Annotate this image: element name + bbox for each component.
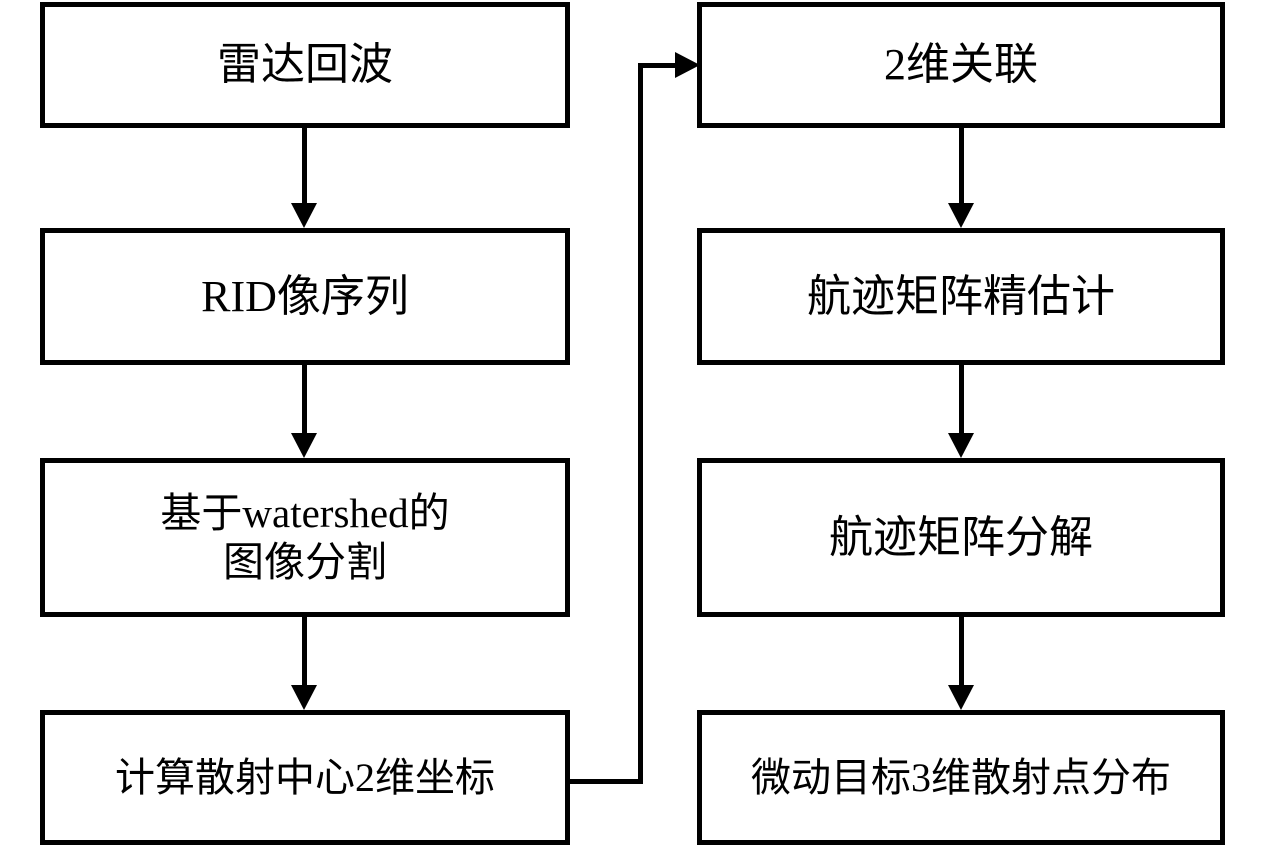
flow-node-two-dimensional-association: 2维关联 xyxy=(697,2,1225,128)
flow-node-track-matrix-fine-estimation: 航迹矩阵精估计 xyxy=(697,228,1225,365)
connector-line-decomposition-to-distribution xyxy=(959,617,964,688)
flow-node-radar-echo: 雷达回波 xyxy=(40,2,570,128)
connector-line-fine-estimation-to-decomposition xyxy=(959,365,964,436)
connector-line-watershed-to-coords xyxy=(302,617,307,688)
arrow-icon-coords-to-association xyxy=(675,52,700,78)
arrow-icon-decomposition-to-distribution xyxy=(948,685,974,710)
flow-node-rid-image-sequence: RID像序列 xyxy=(40,228,570,365)
flow-node-micro-motion-target-3d-scattering-point-distribution: 微动目标3维散射点分布 xyxy=(697,710,1225,845)
arrow-icon-fine-estimation-to-decomposition xyxy=(948,433,974,458)
arrow-icon-radar-echo-to-rid xyxy=(291,203,317,228)
flow-node-track-matrix-decomposition: 航迹矩阵分解 xyxy=(697,458,1225,617)
connector-line-coords-to-association-horizontal-lower xyxy=(570,779,643,784)
connector-line-coords-to-association-horizontal-upper xyxy=(638,63,680,68)
arrow-icon-watershed-to-coords xyxy=(291,685,317,710)
arrow-icon-association-to-fine-estimation xyxy=(948,203,974,228)
connector-line-rid-to-watershed xyxy=(302,365,307,436)
flow-node-compute-scattering-center-2d-coordinates: 计算散射中心2维坐标 xyxy=(40,710,570,845)
connector-line-coords-to-association-vertical xyxy=(638,63,643,784)
connector-line-association-to-fine-estimation xyxy=(959,128,964,206)
connector-line-radar-echo-to-rid xyxy=(302,128,307,206)
flow-node-watershed-image-segmentation: 基于watershed的 图像分割 xyxy=(40,458,570,617)
arrow-icon-rid-to-watershed xyxy=(291,433,317,458)
